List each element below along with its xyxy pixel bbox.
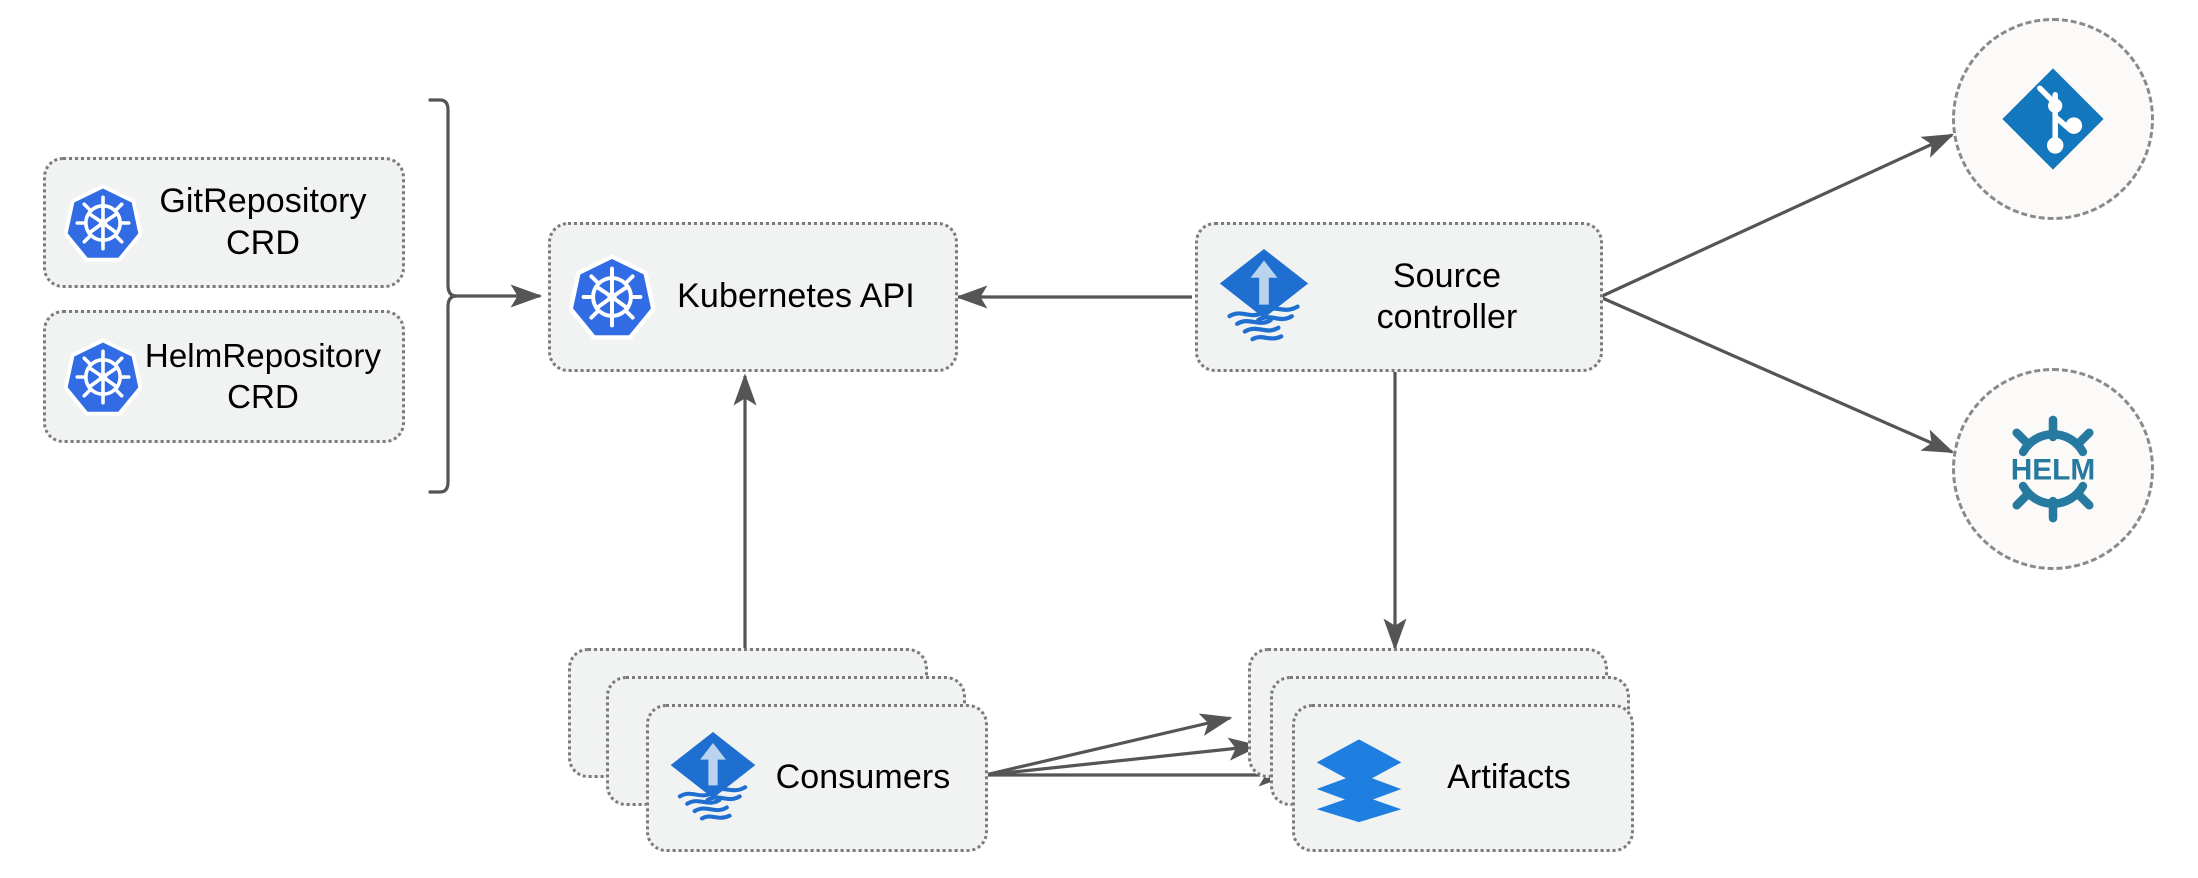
kubernetes-icon: [64, 337, 142, 416]
layers-icon: [1313, 732, 1405, 824]
node-consumers-stack[interactable]: Consumers: [568, 648, 988, 853]
kubernetes-icon: [569, 254, 655, 340]
node-label: Kubernetes API: [677, 277, 915, 316]
node-consumers[interactable]: Consumers: [646, 704, 988, 852]
flux-icon: [667, 728, 759, 828]
helm-icon: HELM: [1989, 405, 2117, 533]
kubernetes-icon: [64, 183, 142, 262]
node-label: GitRepository CRD: [159, 182, 367, 262]
crd-bracket: [428, 98, 543, 494]
edge-consumers-to-artifacts-1: [984, 713, 1233, 777]
git-icon: [1998, 64, 2108, 174]
edge-source-controller-to-helm: [1599, 295, 1955, 454]
node-label: Source controller: [1376, 256, 1518, 336]
node-artifacts[interactable]: Artifacts: [1292, 704, 1634, 852]
node-label: Artifacts: [1447, 758, 1571, 797]
node-kubernetes-api[interactable]: Kubernetes API: [548, 222, 958, 372]
node-artifacts-stack[interactable]: Artifacts: [1248, 648, 1668, 853]
flux-icon: [1216, 245, 1312, 349]
node-helm-provider[interactable]: HELM: [1952, 368, 2154, 570]
node-git-provider[interactable]: [1952, 18, 2154, 220]
helm-logo-text: HELM: [2011, 454, 2096, 487]
node-label: HelmRepository CRD: [144, 337, 382, 415]
node-source-controller[interactable]: Source controller: [1195, 222, 1603, 372]
edge-source-controller-to-git: [1599, 133, 1955, 299]
node-label: Consumers: [775, 758, 951, 797]
node-helm-repository-crd[interactable]: HelmRepository CRD: [43, 310, 405, 443]
edge-consumers-to-artifacts-2: [984, 737, 1261, 777]
node-git-repository-crd[interactable]: GitRepository CRD: [43, 157, 405, 288]
